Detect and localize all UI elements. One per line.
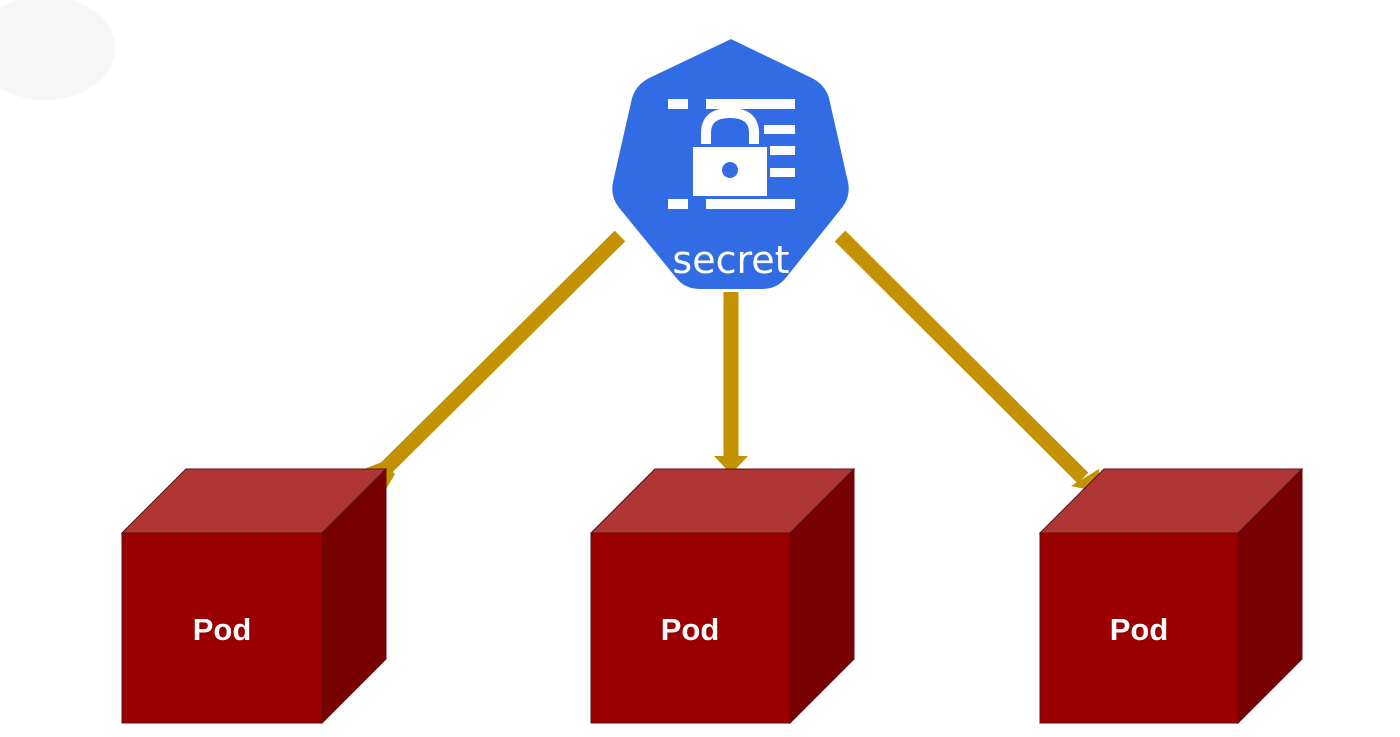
pod-front-face xyxy=(1039,532,1239,724)
secret-node: secret xyxy=(610,36,851,291)
pod-1: Pod xyxy=(120,467,388,725)
pod-label: Pod xyxy=(193,612,252,647)
lock-document-icon xyxy=(668,99,795,209)
secret-label: secret xyxy=(672,238,789,282)
arrow-to-pod-1 xyxy=(364,230,626,491)
pod-label: Pod xyxy=(1110,612,1169,647)
arrow-to-pod-3 xyxy=(834,230,1099,492)
pod-front-face xyxy=(121,532,323,724)
arrow-to-pod-2 xyxy=(714,292,748,474)
pod-front-face xyxy=(590,532,791,724)
pod-3: Pod xyxy=(1038,467,1304,725)
pod-2: Pod xyxy=(589,467,856,725)
pod-label: Pod xyxy=(661,612,720,647)
background-blob xyxy=(0,0,115,100)
